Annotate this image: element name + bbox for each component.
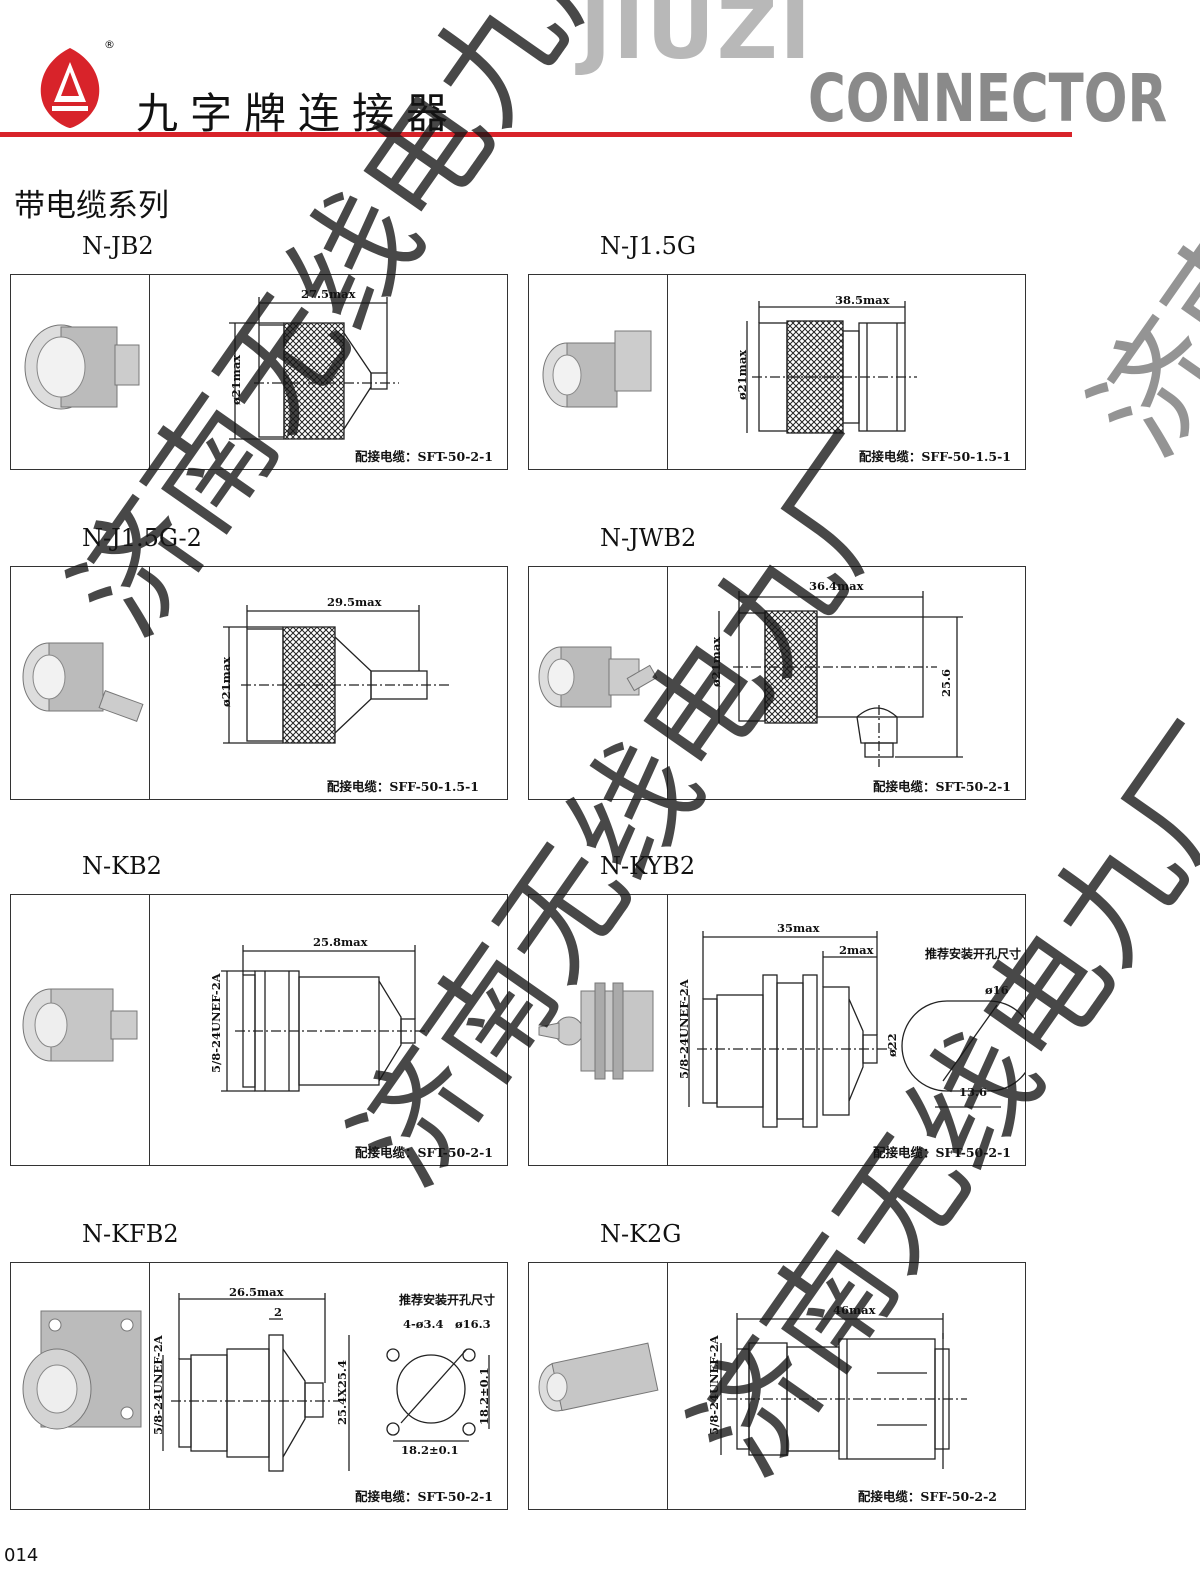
product-photo — [11, 895, 150, 1165]
product-panel-n-kyb2: 35max 2max 5/8-24UNEF-2A ø22 ø16 13.6 推荐… — [528, 894, 1026, 1166]
dimension-label: 29.5max — [327, 595, 382, 609]
dimension-label: 38.5max — [835, 293, 890, 307]
brand-logo — [30, 40, 110, 130]
model-label: N-KFB2 — [82, 1220, 179, 1248]
model-label: N-J1.5G — [600, 232, 697, 260]
page-number: 014 — [4, 1545, 39, 1566]
model-label: N-J1.5G-2 — [82, 524, 202, 552]
dimension-label: 4-ø3.4 — [403, 1317, 444, 1331]
brand-name-cn: 九字牌连接器 — [136, 89, 461, 138]
cable-spec: 配接电缆：SFT-50-2-1 — [355, 449, 493, 464]
product-photo — [11, 275, 150, 469]
technical-drawing: 35max 2max 5/8-24UNEF-2A ø22 ø16 13.6 推荐… — [667, 895, 1025, 1165]
product-panel-n-jb2: 27.5max ø21max 配接电缆：SFT-50-2-1 — [10, 274, 508, 470]
model-label: N-JB2 — [82, 232, 154, 260]
dimension-label: ø21max — [229, 354, 243, 405]
dimension-label: 5/8-24UNEF-2A — [677, 979, 691, 1079]
header-divider — [0, 132, 1072, 137]
dimension-label: 2 — [274, 1305, 283, 1319]
technical-drawing: 29.5max ø21max — [149, 567, 507, 799]
product-panel-n-j1-5g-2: 29.5max ø21max 配接电缆：SFF-50-1.5-1 — [10, 566, 508, 800]
dimension-label: 27.5max — [301, 287, 356, 301]
dimension-label: 25.8max — [313, 935, 368, 949]
mounting-hole-note: 推荐安装开孔尺寸 — [399, 1293, 496, 1307]
dimension-label: 5/8-24UNEF-2A — [209, 973, 223, 1073]
cable-spec: 配接电缆：SFT-50-2-1 — [355, 1489, 493, 1504]
dimension-label: ø21max — [735, 349, 749, 400]
product-photo — [529, 1263, 668, 1509]
mounting-hole-note: 推荐安装开孔尺寸 — [925, 947, 1022, 961]
dimension-label: 36.4max — [809, 579, 864, 593]
product-photo — [529, 275, 668, 469]
technical-drawing: 26.5max 2 5/8-24UNEF-2A 25.4X25.4 4-ø3.4… — [149, 1263, 507, 1509]
dimension-label: 26.5max — [229, 1285, 284, 1299]
product-panel-n-jwb2: 36.4max ø21max 25.6 配接电缆：SFT-50-2-1 — [528, 566, 1026, 800]
product-panel-n-kb2: 25.8max 5/8-24UNEF-2A 配接电缆：SFT-50-2-1 — [10, 894, 508, 1166]
dimension-label: ø22 — [885, 1033, 899, 1057]
series-title: 带电缆系列 — [14, 188, 169, 224]
dimension-label: 18.2±0.1 — [401, 1443, 459, 1457]
dimension-label: ø16.3 — [455, 1317, 491, 1331]
dimension-label: 18.2±0.1 — [477, 1367, 491, 1425]
model-label: N-K2G — [600, 1220, 682, 1248]
product-photo — [529, 567, 668, 799]
product-panel-n-j1-5g: 38.5max ø21max 配接电缆：SFF-50-1.5-1 — [528, 274, 1026, 470]
brand-name-en-1: JIUZI — [580, 0, 813, 78]
cable-spec: 配接电缆：SFF-50-2-2 — [857, 1489, 997, 1504]
dimension-label: 5/8-24UNEF-2A — [151, 1335, 165, 1435]
cable-spec: 配接电缆：SFT-50-2-1 — [873, 1145, 1011, 1160]
product-photo — [529, 895, 668, 1165]
cable-spec: 配接电缆：SFF-50-1.5-1 — [858, 449, 1011, 464]
technical-drawing: 36.4max ø21max 25.6 — [667, 567, 1025, 799]
dimension-label: 5/8-24UNEF-2A — [707, 1335, 721, 1435]
dimension-label: ø16 — [985, 983, 1009, 997]
product-photo — [11, 567, 150, 799]
product-panel-n-k2g: 46max 5/8-24UNEF-2A 配接电缆：SFF-50-2-2 — [528, 1262, 1026, 1510]
dimension-label: 46max — [833, 1303, 876, 1317]
model-label: N-KB2 — [82, 852, 162, 880]
dimension-label: 2max — [839, 943, 874, 957]
product-panel-n-kfb2: 26.5max 2 5/8-24UNEF-2A 25.4X25.4 4-ø3.4… — [10, 1262, 508, 1510]
cable-spec: 配接电缆：SFT-50-2-1 — [355, 1145, 493, 1160]
cable-spec: 配接电缆：SFF-50-1.5-1 — [326, 779, 479, 794]
brand-name-en-2: CONNECTOR — [808, 60, 1168, 137]
dimension-label: 13.6 — [959, 1085, 988, 1099]
technical-drawing: 25.8max 5/8-24UNEF-2A — [149, 895, 507, 1165]
dimension-label: ø21max — [219, 656, 233, 707]
dimension-label: ø21max — [709, 636, 723, 687]
technical-drawing: 46max 5/8-24UNEF-2A — [667, 1263, 1025, 1509]
model-label: N-KYB2 — [600, 852, 696, 880]
dimension-label: 35max — [777, 921, 820, 935]
technical-drawing: 27.5max ø21max — [149, 275, 507, 469]
technical-drawing: 38.5max ø21max — [667, 275, 1025, 469]
dimension-label: 25.4X25.4 — [335, 1360, 349, 1425]
model-label: N-JWB2 — [600, 524, 697, 552]
registered-mark: ® — [104, 38, 115, 51]
dimension-label: 25.6 — [939, 668, 953, 697]
cable-spec: 配接电缆：SFT-50-2-1 — [873, 779, 1011, 794]
product-photo — [11, 1263, 150, 1509]
